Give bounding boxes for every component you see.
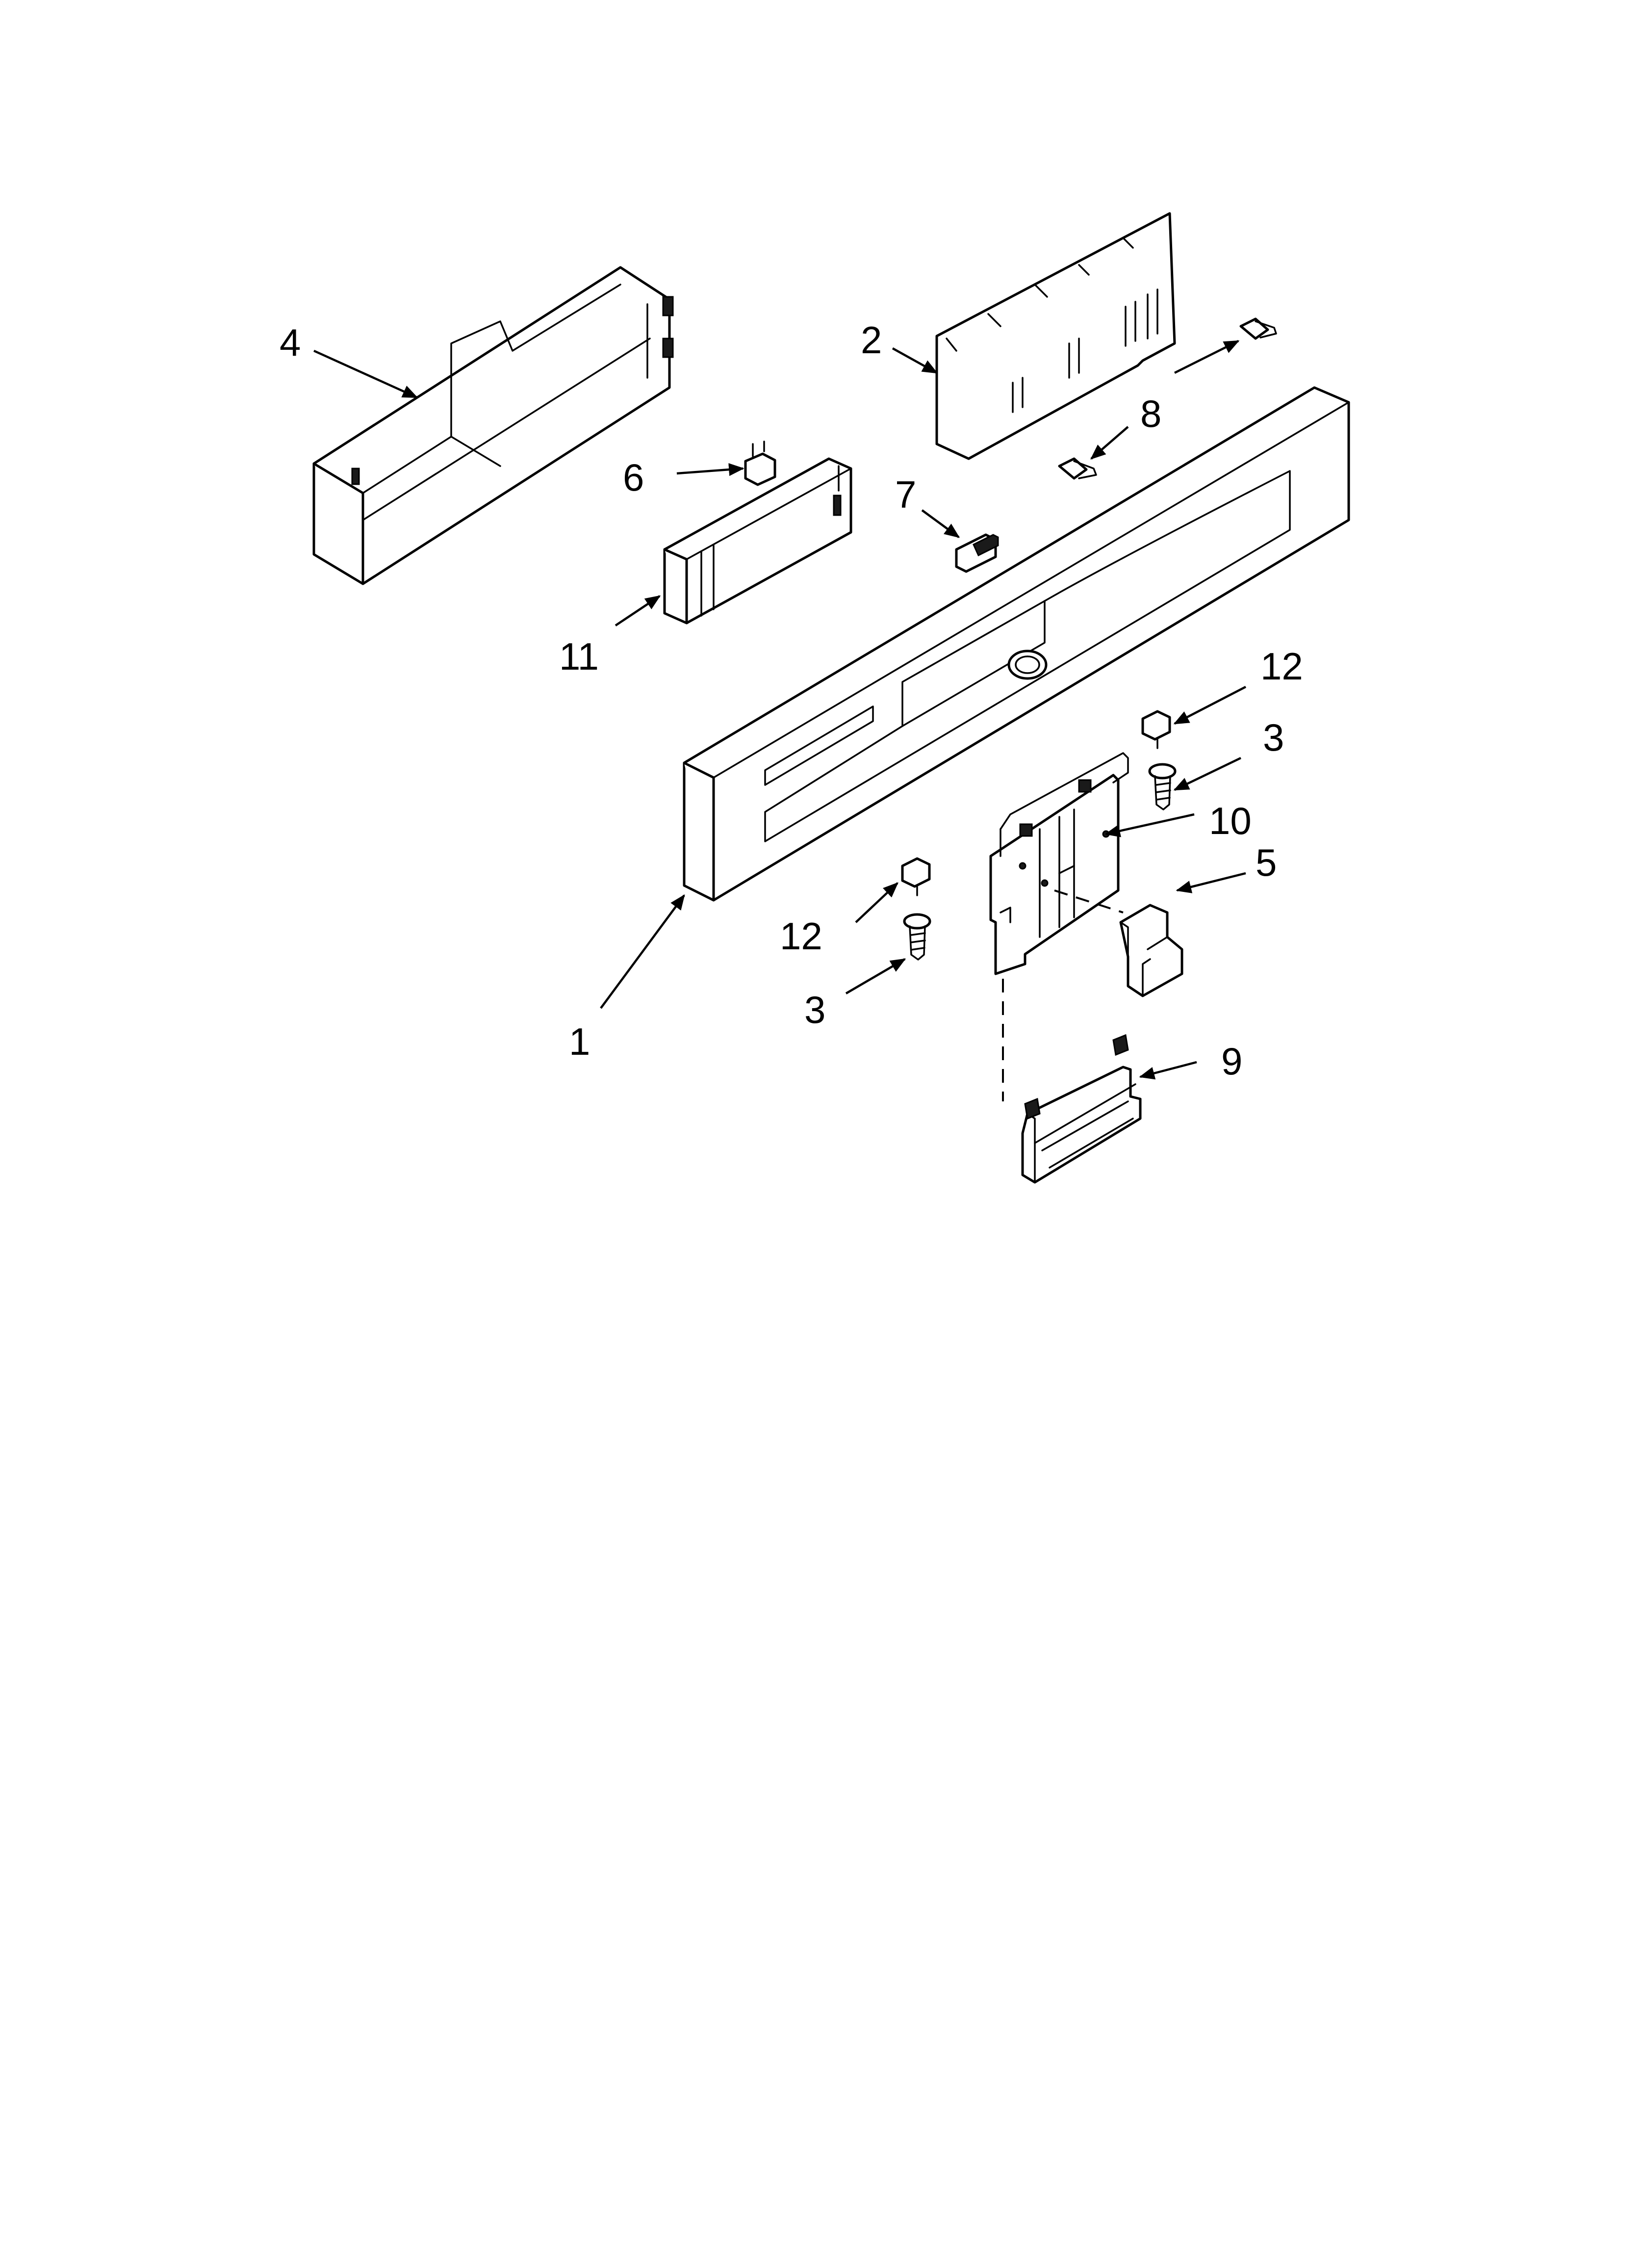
leader-9 [1139,1061,1197,1080]
leader-7 [921,509,960,538]
part-4-housing [312,266,674,585]
leader-11 [615,595,661,626]
part-8-screw-upper [1239,317,1277,340]
part-10-bracket [989,752,1129,975]
callout-2: 2 [861,318,882,362]
callout-1: 1 [569,1020,590,1063]
callout-12a: 12 [1260,645,1303,688]
callout-3a: 3 [1263,716,1284,759]
callout-12b: 12 [780,914,822,958]
part-3-screw-lower [903,913,931,961]
part-11-module [663,457,852,625]
leader-8a [1174,339,1240,374]
part-5-clip [1119,904,1183,997]
leader-10 [1104,813,1195,837]
callout-9: 9 [1221,1040,1242,1083]
callout-labels: 4 2 8 6 7 11 12 3 10 5 12 3 1 9 [280,318,1303,1083]
part-3-screw-upper [1148,763,1177,810]
alignment-lines [1002,889,1124,1101]
leader-lines [313,339,1247,1080]
part-12-connector-lower [901,857,931,896]
callout-10: 10 [1209,799,1252,842]
leader-5 [1176,872,1246,893]
leader-12b [855,882,898,923]
part-1-console [683,386,1350,902]
part-12-connector-upper [1141,710,1171,749]
part-8-screw-lower [1058,457,1097,480]
callout-11: 11 [559,635,599,678]
callout-7: 7 [895,473,916,516]
callout-8: 8 [1140,392,1161,435]
callout-6: 6 [623,456,644,499]
leader-8b [1090,426,1129,460]
leader-6 [676,463,744,476]
leader-1 [600,894,685,1009]
leader-12a [1173,686,1247,725]
leader-3b [845,958,906,994]
callout-3b: 3 [804,988,825,1031]
callout-5: 5 [1256,841,1277,884]
callout-4: 4 [280,321,301,364]
leader-4 [313,349,418,399]
part-9-support [1021,1034,1142,1184]
part-6-connector [744,441,776,486]
part-2-shield [935,212,1176,460]
part-7-clip [955,533,999,573]
leader-2 [892,347,938,374]
leader-3a [1173,756,1241,791]
